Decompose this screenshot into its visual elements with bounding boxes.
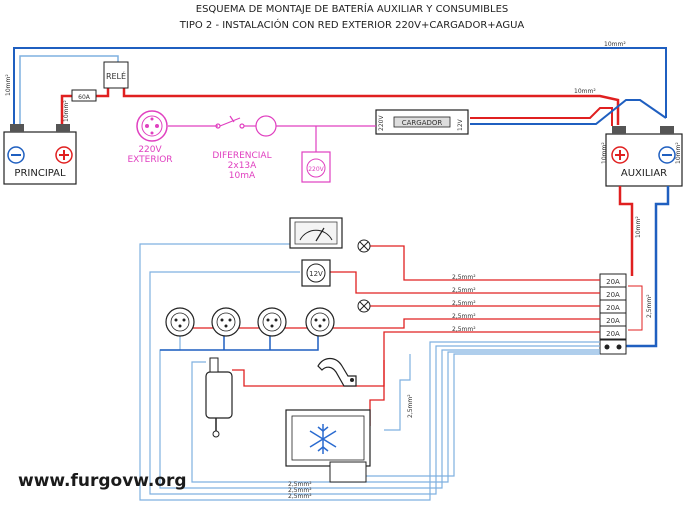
socket-220-icon [301, 151, 331, 183]
exterior-label-2: EXTERIOR [127, 155, 172, 165]
watermark: www.furgovw.org [18, 471, 187, 491]
diferencial-switch-icon [215, 115, 277, 137]
battery-principal [3, 124, 77, 185]
round-light-2-icon [211, 307, 241, 337]
wire-label-top-blue: 10mm² [604, 41, 626, 48]
wire-label-bottom-2: 2,5mm² [288, 487, 312, 494]
negative-wire-top [13, 47, 667, 128]
title-line-2: TIPO 2 - INSTALACIÓN CON RED EXTERIOR 22… [179, 18, 525, 31]
socket-220-label: 220V [308, 166, 324, 173]
wire-label-branch-4: 2,5mm² [452, 313, 476, 320]
socket-12-icon [301, 259, 331, 287]
ground-bus-screw-1-icon [604, 344, 610, 350]
wire-label-bottom-1: 2,5mm² [288, 481, 312, 488]
fuse-1-label: 20A [606, 278, 620, 286]
fridge-icon [285, 409, 371, 483]
wire-label-principal-pos: 10mm² [63, 100, 70, 122]
wire-label-aux-pos: 10mm² [601, 142, 608, 164]
wire-label-fridge-feed: 2,5mm² [407, 394, 414, 418]
voltmeter-icon [289, 217, 343, 249]
exterior-plug-icon [136, 110, 168, 142]
ground-bus-bar [599, 339, 627, 355]
title-line-1: ESQUEMA DE MONTAJE DE BATERÍA AUXILIAR Y… [196, 2, 509, 15]
rele-label: RELÉ [106, 70, 126, 81]
round-light-3-icon [257, 307, 287, 337]
fuse-5-label: 20A [606, 330, 620, 338]
wire-label-branch-5: 2,5mm² [452, 326, 476, 333]
positive-wire-main [60, 88, 620, 128]
ac-wires [168, 125, 376, 152]
wire-label-principal-neg: 10mm² [5, 74, 12, 96]
wire-label-bottom-3: 2,5mm² [288, 493, 312, 500]
wire-label-branch-3: 2,5mm² [452, 300, 476, 307]
main-fuse-label: 60A [78, 94, 91, 101]
battery-auxiliar [605, 126, 683, 187]
battery-auxiliar-label: AUXILIAR [621, 168, 667, 179]
socket-12-label: 12V [309, 270, 323, 278]
wire-label-branch-2: 2,5mm² [452, 287, 476, 294]
fuse-box [599, 273, 627, 340]
wire-label-fuse-feed: 10mm² [635, 216, 642, 238]
wire-label-fuse-ground: 2,5mm² [646, 294, 653, 318]
faucet-icon [317, 357, 357, 387]
fuse-3-label: 20A [606, 304, 620, 312]
fuse-2-label: 20A [606, 291, 620, 299]
charger-out-label: 12V [457, 118, 464, 131]
battery-principal-label: PRINCIPAL [14, 168, 66, 179]
rele-box [103, 61, 129, 89]
diferencial-label-1: DIFERENCIAL [212, 151, 271, 161]
round-light-1-icon [165, 307, 195, 337]
round-light-4-icon [305, 307, 335, 337]
light-bulb-1-icon [357, 239, 371, 253]
wire-label-branch-1: 2,5mm² [452, 274, 476, 281]
charger-label-plate [393, 116, 451, 128]
fuse-feed-wires [618, 186, 670, 348]
fuse-4-label: 20A [606, 317, 620, 325]
exterior-label-1: 220V [138, 145, 162, 155]
light-bulb-2-icon [357, 299, 371, 313]
wire-label-red-top: 10mm² [574, 88, 596, 95]
ground-bus-screw-2-icon [616, 344, 622, 350]
branch-wires-positive [179, 245, 600, 426]
charger-in-label: 220V [378, 115, 385, 131]
diferencial-label-2: 2x13A [228, 161, 258, 171]
diferencial-label-3: 10mA [229, 171, 256, 181]
main-fuse [71, 89, 97, 102]
charger-wires [470, 99, 667, 126]
water-pump-icon [205, 357, 233, 438]
wire-label-aux-neg: 10mm² [675, 142, 682, 164]
charger-label: CARGADOR [402, 119, 443, 127]
snowflake-icon [309, 424, 337, 454]
